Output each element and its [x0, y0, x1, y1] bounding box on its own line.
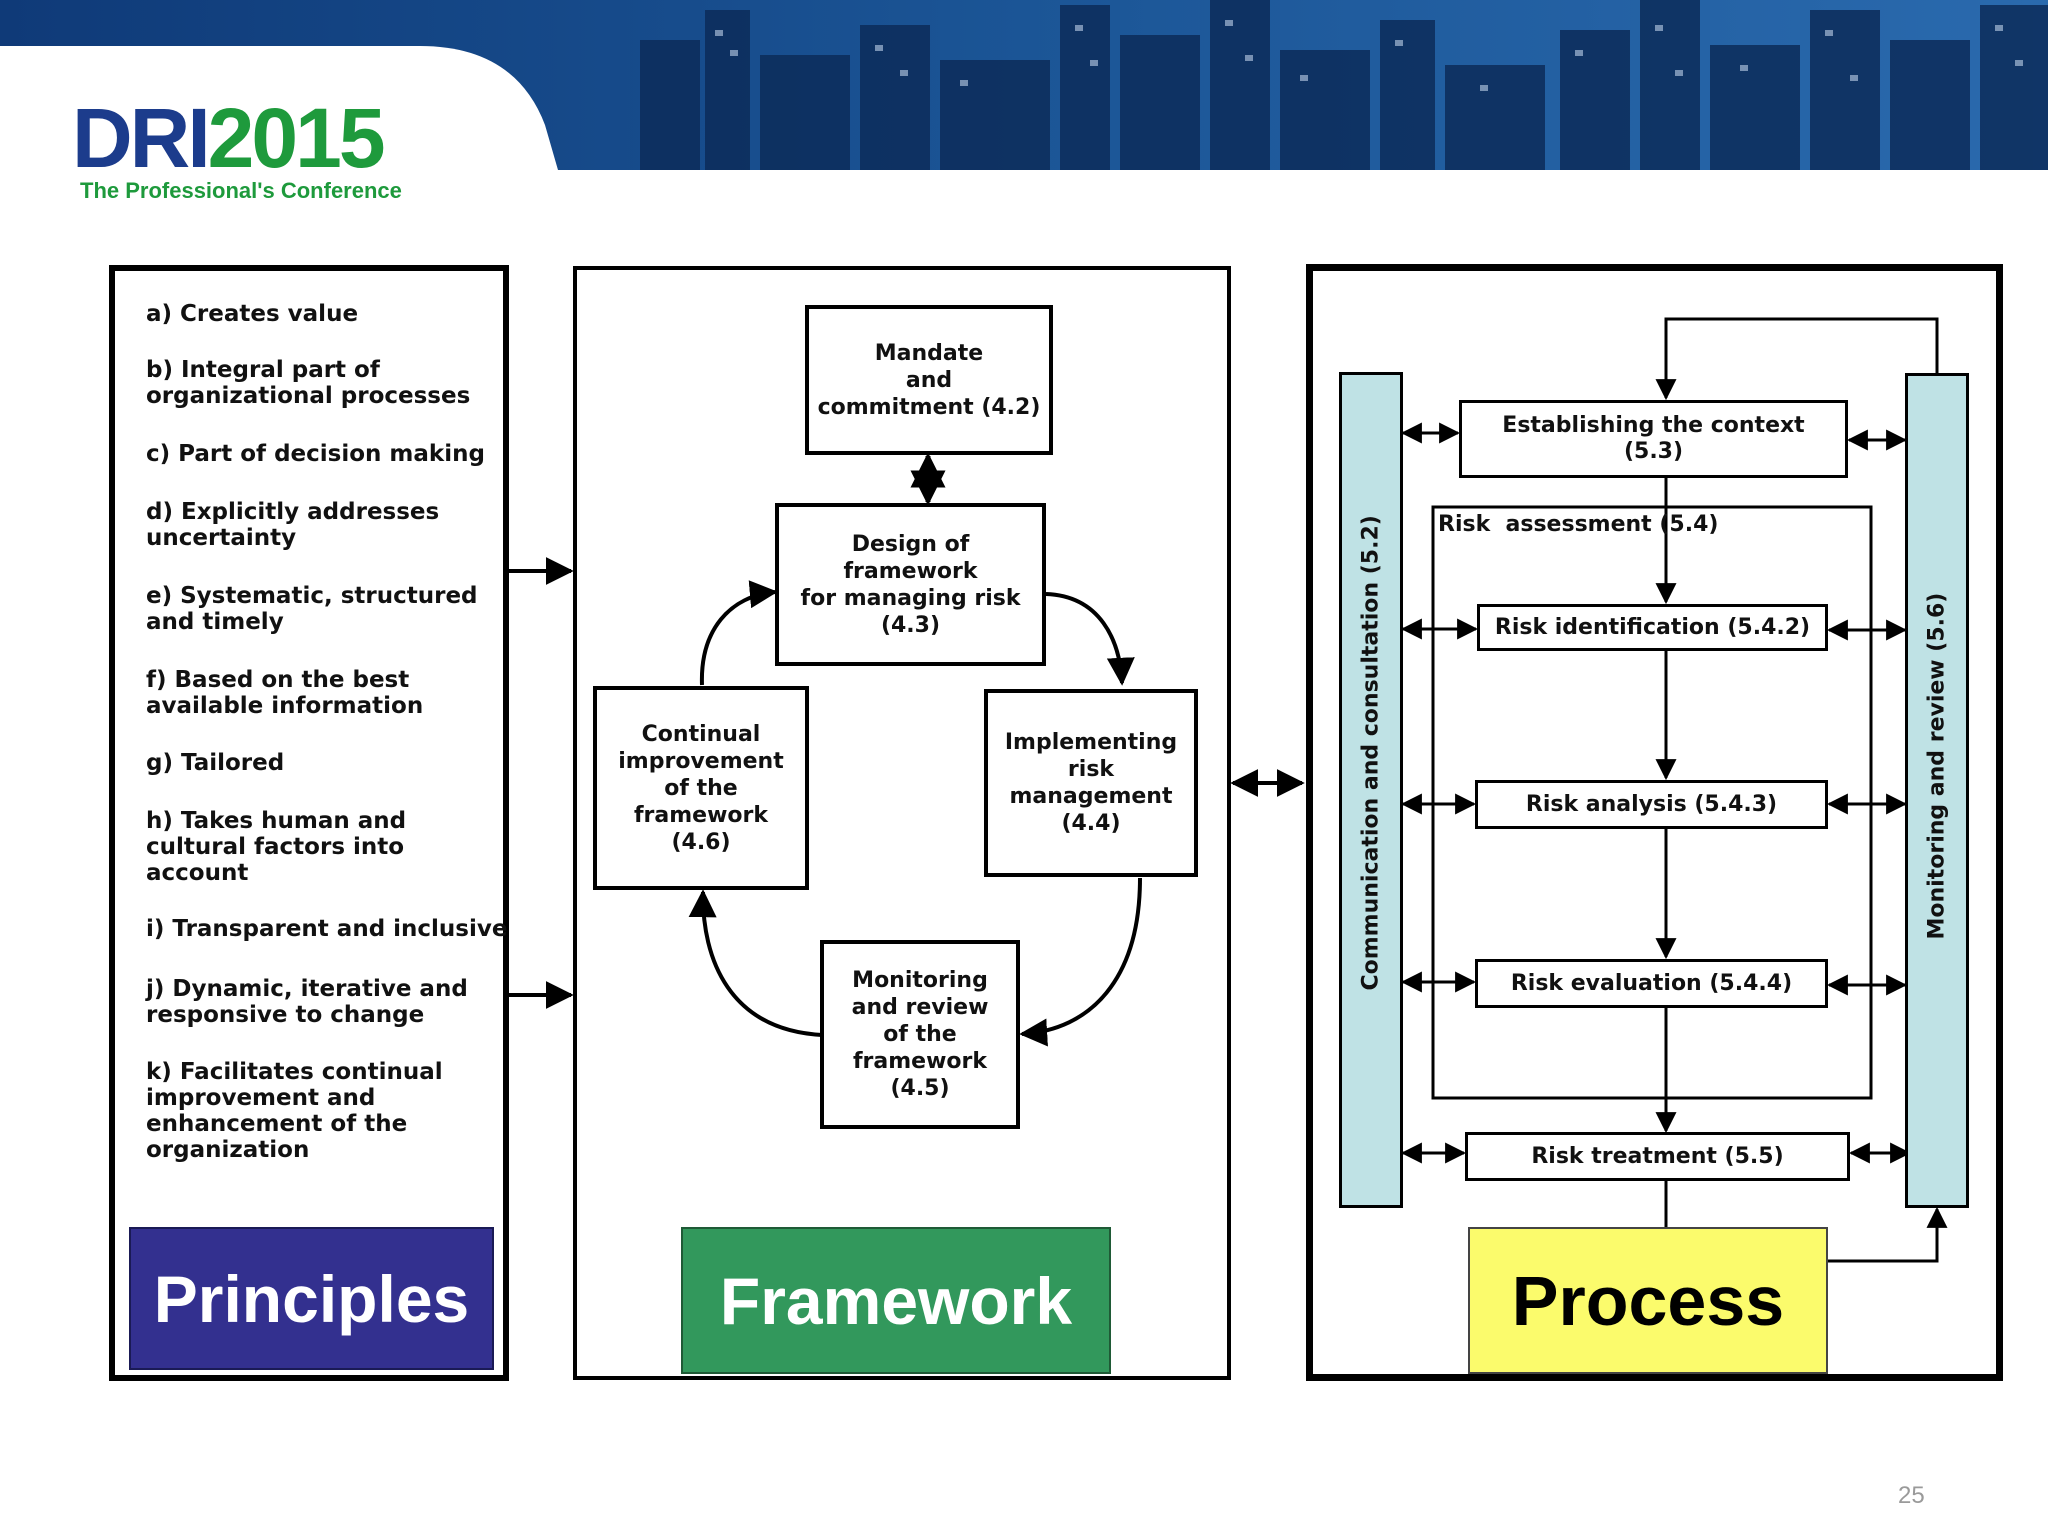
logo-subtitle: The Professional's Conference [80, 178, 402, 203]
implementing-to-monitoring-arc [1019, 877, 1142, 1047]
principles-panel [109, 265, 509, 1381]
monitoring-to-continual-arc [688, 889, 823, 1037]
principle-item: e) Systematic, structured and timely [146, 583, 478, 635]
feedback-loop-top [1655, 317, 1939, 401]
risk-evaluation-box: Risk evaluation (5.4.4) [1475, 959, 1828, 1008]
logo-wordmark: DRI2015 [72, 96, 386, 180]
principle-item: j) Dynamic, iterative and responsive to … [146, 976, 468, 1028]
risk-identification-box: Risk identification (5.4.2) [1477, 604, 1828, 651]
logo-dri: DRI [72, 91, 211, 185]
principles-label: Principles [129, 1227, 494, 1370]
design-box: Design of framework for managing risk (4… [775, 503, 1046, 666]
design-to-implementing-arc [1045, 592, 1135, 686]
risk-assessment-label: Risk assessment (5.4) [1438, 512, 1719, 537]
framework-label: Framework [681, 1227, 1111, 1374]
monitoring-review-label: Monitoring and review (5.6) [1924, 592, 1950, 940]
communication-label: Communication and consultation (5.2) [1358, 515, 1384, 991]
framework-monitoring-box: Monitoring and review of the framework (… [820, 940, 1020, 1129]
establishing-context-box: Establishing the context (5.3) [1459, 400, 1848, 478]
header-banner [0, 0, 2048, 170]
continual-to-design-arc [699, 580, 778, 686]
risk-analysis-box: Risk analysis (5.4.3) [1475, 780, 1828, 829]
principle-item: d) Explicitly addresses uncertainty [146, 499, 440, 551]
principle-item: i) Transparent and inclusive [146, 916, 508, 942]
communication-bar [1339, 372, 1403, 1208]
risk-treatment-box: Risk treatment (5.5) [1465, 1132, 1850, 1181]
principle-item: h) Takes human and cultural factors into… [146, 808, 407, 886]
feedback-loop-bottom [1828, 1206, 1948, 1263]
mandate-box: Mandate and commitment (4.2) [805, 305, 1053, 455]
continual-improvement-box: Continual improvement of the framework (… [593, 686, 809, 890]
logo-year: 2015 [207, 91, 386, 185]
principle-item: f) Based on the best available informati… [146, 667, 424, 719]
principle-item: b) Integral part of organizational proce… [146, 357, 471, 409]
principle-item: k) Facilitates continual improvement and… [146, 1059, 443, 1163]
monitoring-review-bar [1905, 373, 1969, 1208]
process-label: Process [1468, 1227, 1828, 1374]
principle-item: c) Part of decision making [146, 441, 485, 467]
page-number: 25 [1898, 1482, 1925, 1509]
principle-item: a) Creates value [146, 301, 359, 327]
implementing-box: Implementing risk management (4.4) [984, 689, 1198, 877]
conference-logo: DRI2015 The Professional's Conference [72, 96, 492, 206]
principle-item: g) Tailored [146, 750, 285, 776]
